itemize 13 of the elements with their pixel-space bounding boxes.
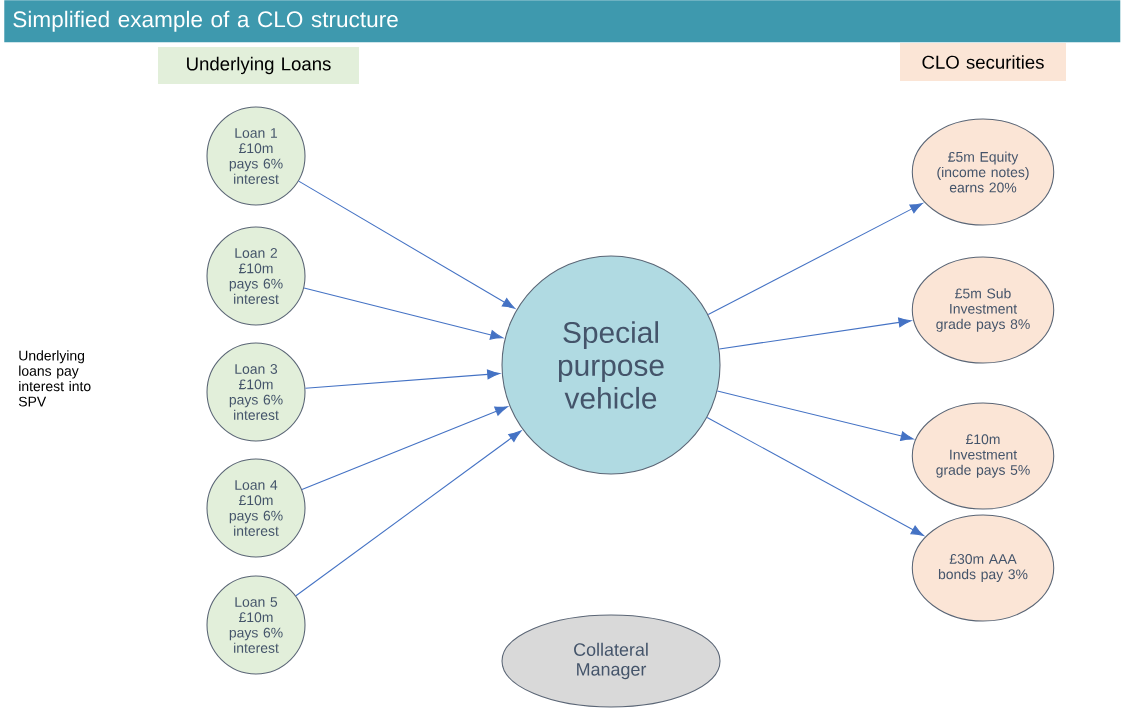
arrow xyxy=(295,430,522,597)
note-text: Underlying loans pay interest into SPV xyxy=(18,350,91,407)
arrow xyxy=(303,287,504,340)
arrow xyxy=(707,202,923,316)
arrow xyxy=(718,317,912,350)
section-header: CLO securities xyxy=(900,43,1066,81)
arrow xyxy=(304,369,501,389)
arrow xyxy=(706,416,924,536)
arrow xyxy=(716,390,914,441)
arrow xyxy=(298,180,516,309)
title-bar: Simplified example of a CLO structure xyxy=(4,0,1121,43)
section-header: Underlying Loans xyxy=(158,47,359,84)
arrow xyxy=(301,406,508,491)
